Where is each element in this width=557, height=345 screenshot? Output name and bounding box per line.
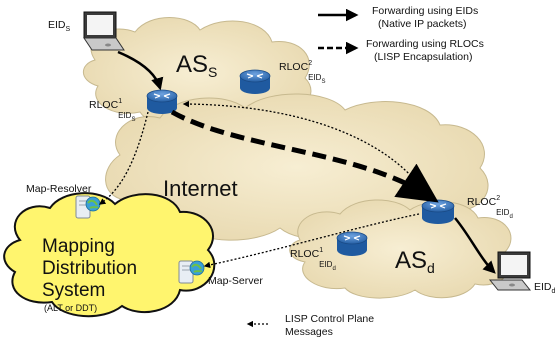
eid-d-label: EIDd xyxy=(534,281,556,295)
eid-s-to-router-arrow xyxy=(117,50,164,91)
laptop-eid-s-icon[interactable] xyxy=(83,11,125,51)
map-resolver-label: Map-Resolver xyxy=(26,183,92,195)
mapping-line3: System xyxy=(42,280,105,301)
mapping-line1: Mapping xyxy=(42,236,115,257)
legend-solid-line1: Forwarding using EIDs xyxy=(372,5,478,17)
legend-solid-line2: (Native IP packets) xyxy=(378,18,467,30)
legend-dashed-line2: (LISP Encapsulation) xyxy=(374,51,472,63)
laptop-eid-d-icon[interactable] xyxy=(488,251,532,291)
internet-label: Internet xyxy=(163,176,238,201)
router-rloc2-eids-icon[interactable] xyxy=(239,69,271,94)
legend-control-line1: LISP Control Plane xyxy=(285,313,374,325)
control-router-to-router-arrow xyxy=(182,100,429,199)
as-s-label: ASS xyxy=(176,51,217,80)
router-rloc2-eidd-icon[interactable] xyxy=(421,199,455,224)
map-server-label: Map-Server xyxy=(208,275,263,287)
router-rloc1-eids-icon[interactable] xyxy=(146,89,178,114)
map-server-icon[interactable] xyxy=(178,260,205,284)
map-resolver-server-icon[interactable] xyxy=(75,195,101,219)
mapping-note: (ALT or DDT) xyxy=(44,303,97,313)
legend: Forwarding using EIDs (Native IP packets… xyxy=(246,5,484,338)
legend-control-line2: Messages xyxy=(285,326,333,338)
legend-dashed-line1: Forwarding using RLOCs xyxy=(366,38,484,50)
mapping-distribution-system-cloud xyxy=(3,192,216,318)
control-router-to-resolver-arrow xyxy=(98,111,149,205)
eid-s-label: EIDS xyxy=(48,19,71,33)
router-to-eid-d-arrow xyxy=(454,217,496,274)
router-rloc1-eidd-icon[interactable] xyxy=(336,231,368,256)
mapping-line2: Distribution xyxy=(42,258,137,279)
rloc-encapsulation-arrow xyxy=(170,109,439,203)
as-d-label: ASd xyxy=(395,247,435,276)
